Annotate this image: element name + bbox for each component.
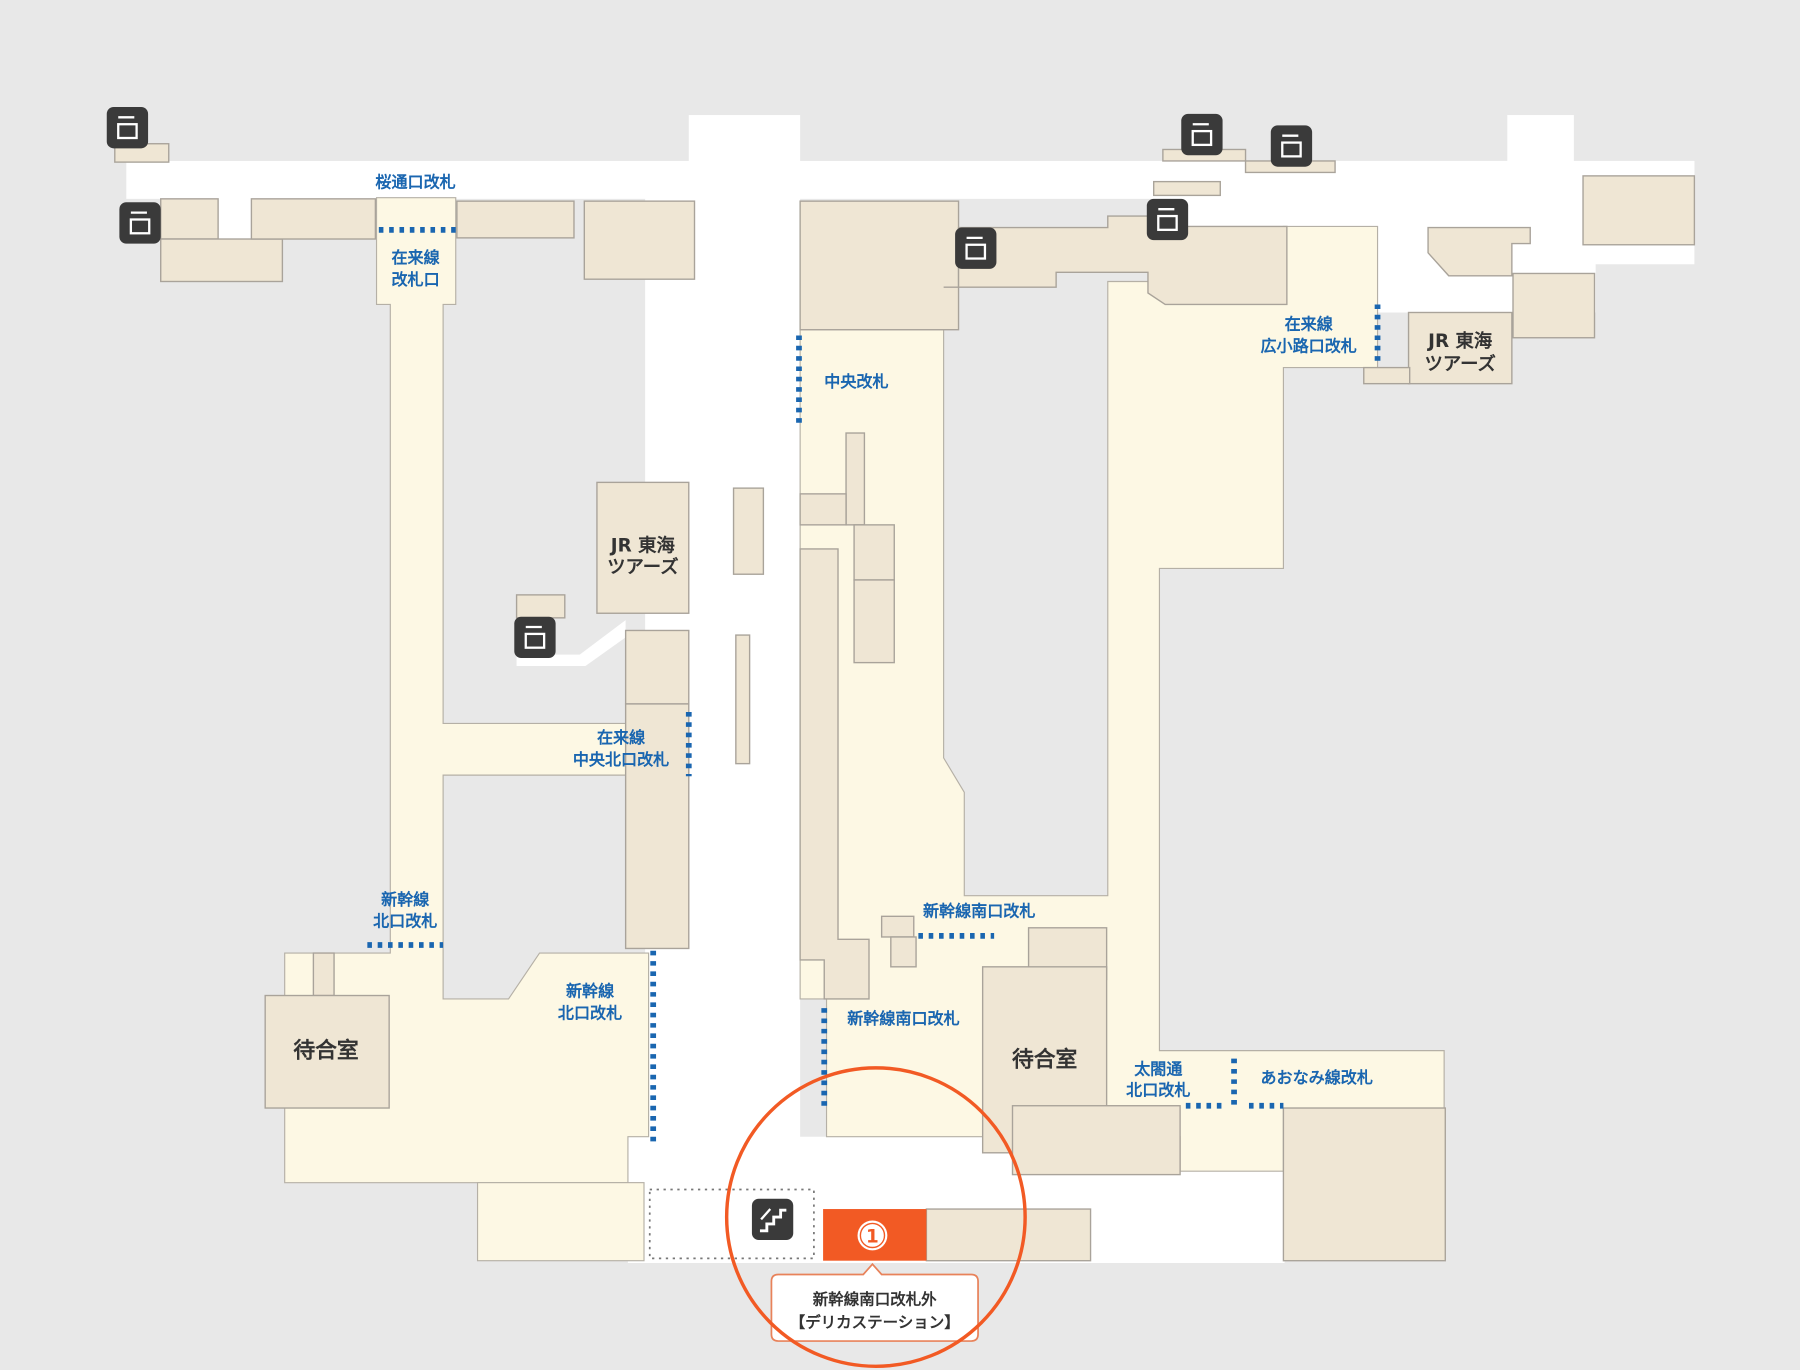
coin-locker-icon[interactable] xyxy=(955,227,997,269)
coin-locker-icon[interactable] xyxy=(1181,113,1223,156)
label-sakuradori-gate: 桜通口改札 xyxy=(375,172,455,191)
map-labels: 桜通口改札 在来線 改札口 中央改札 在来線 広小路口改札 JR 東海 ツアーズ… xyxy=(293,172,1496,1099)
ticket-gates xyxy=(367,226,1381,1142)
coin-lockers xyxy=(106,107,1313,659)
label-jr-tours-right: JR 東海 xyxy=(1426,330,1493,352)
label-shinkansen-kita-a-2: 北口改札 xyxy=(373,912,437,931)
highlight-circle xyxy=(724,1066,1027,1369)
shop-number-badge xyxy=(857,1220,888,1251)
coin-locker-icon[interactable] xyxy=(106,107,149,149)
label-hirokoji-gate: 在来線 xyxy=(1285,315,1333,334)
label-jr-tours-right-2: ツアーズ xyxy=(1424,353,1495,375)
label-shinkansen-kita-a: 新幹線 xyxy=(381,890,429,909)
label-jr-tours-center: JR 東海 xyxy=(609,534,676,556)
label-waiting-room-left: 待合室 xyxy=(293,1038,358,1064)
callout-line1: 新幹線南口改札外 xyxy=(813,1289,937,1308)
label-chuo-kita-gate-2: 中央北口改札 xyxy=(573,750,669,769)
gate-areas xyxy=(284,197,1445,1262)
label-hirokoji-gate-2: 広小路口改札 xyxy=(1260,337,1356,356)
stairs-icon xyxy=(751,1198,794,1241)
label-shinkansen-kita-b-2: 北口改札 xyxy=(558,1003,622,1022)
shop-number: 1 xyxy=(866,1226,879,1247)
label-taiko-gate: 太閤通 xyxy=(1134,1060,1183,1079)
coin-locker-icon[interactable] xyxy=(1146,198,1189,241)
label-shinkansen-minami-a: 新幹線南口改札 xyxy=(923,901,1035,920)
label-waiting-room-right: 待合室 xyxy=(1012,1047,1077,1073)
coin-locker-icon[interactable] xyxy=(119,202,161,244)
label-aonami-gate: あおなみ線改札 xyxy=(1260,1068,1372,1087)
coin-locker-icon[interactable] xyxy=(514,616,556,659)
label-jr-tours-center-2: ツアーズ xyxy=(607,556,678,578)
callout-bubble: 新幹線南口改札外 【デリカステーション】 xyxy=(770,1262,979,1342)
label-taiko-gate-2: 北口改札 xyxy=(1126,1080,1190,1099)
coin-locker-icon[interactable] xyxy=(1270,125,1313,167)
label-zairai-gate: 在来線 xyxy=(391,248,439,267)
callout-line2: 【デリカステーション】 xyxy=(790,1312,960,1331)
label-zairai-gate-2: 改札口 xyxy=(391,270,439,289)
shops xyxy=(114,143,1696,1262)
label-shinkansen-kita-b: 新幹線 xyxy=(566,982,614,1001)
label-chuo-gate: 中央改札 xyxy=(824,372,888,391)
label-shinkansen-minami-b: 新幹線南口改札 xyxy=(847,1009,959,1028)
label-chuo-kita-gate: 在来線 xyxy=(597,728,645,747)
